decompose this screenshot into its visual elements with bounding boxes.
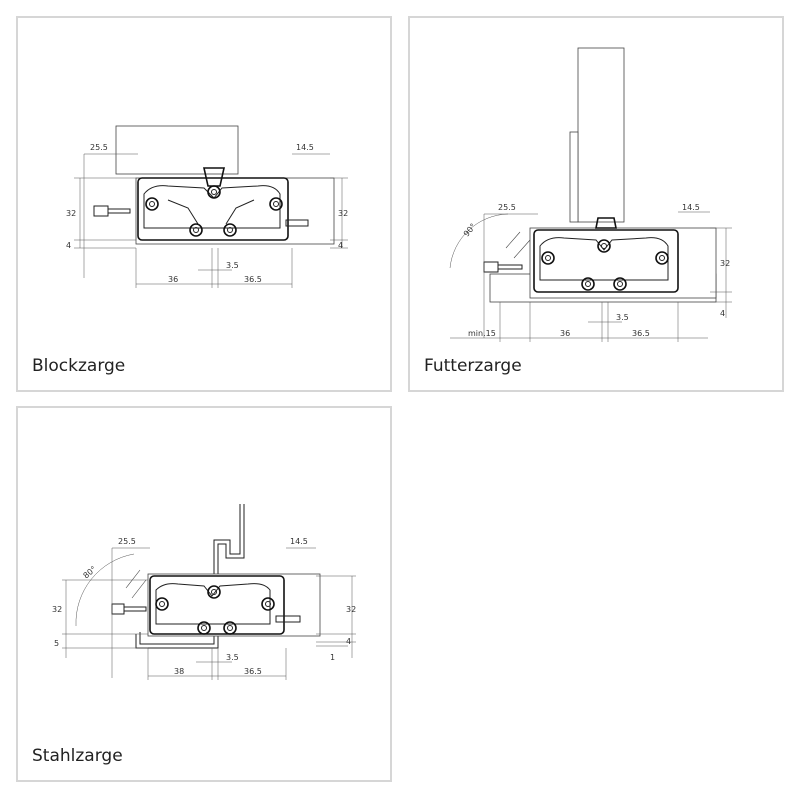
- panel-caption: Stahlzarge: [32, 746, 123, 766]
- dim-bottom-left: 36: [560, 329, 570, 338]
- dim-left-h: 32: [66, 209, 76, 218]
- lining-board: [577, 47, 625, 223]
- panel-caption: Futterzarge: [424, 356, 522, 376]
- futterzarge-drawing: 90° 25.5 14.5 32 4 3.5 min.15 36 36.5: [449, 47, 732, 342]
- dim-left-small: 4: [66, 241, 71, 250]
- frame-block: [115, 125, 239, 175]
- dim-bottom-left: 38: [174, 667, 184, 676]
- dim-top-right: 14.5: [290, 537, 308, 546]
- steel-frame-profile: [135, 504, 245, 649]
- panel-blockzarge: 25.5 14.5 32 4 32 4 3.5 36 36.5 Blockzar…: [16, 16, 392, 392]
- dim-top-left: 25.5: [498, 203, 516, 212]
- dimension-lines: [62, 547, 356, 680]
- dim-bottom-right: 36.5: [244, 667, 262, 676]
- dim-left-small: 5: [54, 639, 59, 648]
- dimension-lines: [449, 211, 732, 342]
- dim-bottom-gap: 3.5: [226, 261, 239, 270]
- dimension-lines: [74, 153, 348, 288]
- blockzarge-drawing: 25.5 14.5 32 4 32 4 3.5 36 36.5: [66, 125, 348, 288]
- dim-right-h: 32: [720, 259, 730, 268]
- dim-left-h: 32: [52, 605, 62, 614]
- dim-bottom-right: 36.5: [244, 275, 262, 284]
- dim-right-h: 32: [346, 605, 356, 614]
- panel-futterzarge: 90° 25.5 14.5 32 4 3.5 min.15 36 36.5 Fu…: [408, 16, 784, 392]
- stahlzarge-drawing: 80° 25.5 14.5 32 5 32 4 1 3.5 38 36.5: [52, 504, 356, 680]
- dim-right-small: 4: [338, 241, 343, 250]
- hinge-body: [483, 217, 679, 293]
- dim-right-small: 4: [720, 309, 725, 318]
- dim-top-right: 14.5: [682, 203, 700, 212]
- dim-top-left: 25.5: [90, 143, 108, 152]
- dim-top-left: 25.5: [118, 537, 136, 546]
- dim-bottom-right: 36.5: [632, 329, 650, 338]
- dim-right-tiny: 1: [330, 653, 335, 662]
- dim-top-right: 14.5: [296, 143, 314, 152]
- dim-right-h: 32: [338, 209, 348, 218]
- dim-bottom-gap: 3.5: [616, 313, 629, 322]
- panel-stahlzarge: 80° 25.5 14.5 32 5 32 4 1 3.5 38 36.5 St…: [16, 406, 392, 782]
- dim-right-small: 4: [346, 637, 351, 646]
- hinge-body: [111, 569, 301, 635]
- dim-angle: 80°: [81, 564, 98, 580]
- dim-bottom-gap: 3.5: [226, 653, 239, 662]
- panel-caption: Blockzarge: [32, 356, 126, 376]
- dim-angle: 90°: [462, 222, 478, 239]
- dim-bottom-min: min.15: [468, 329, 496, 338]
- hinge-body: [93, 167, 309, 241]
- dim-bottom-left: 36: [168, 275, 178, 284]
